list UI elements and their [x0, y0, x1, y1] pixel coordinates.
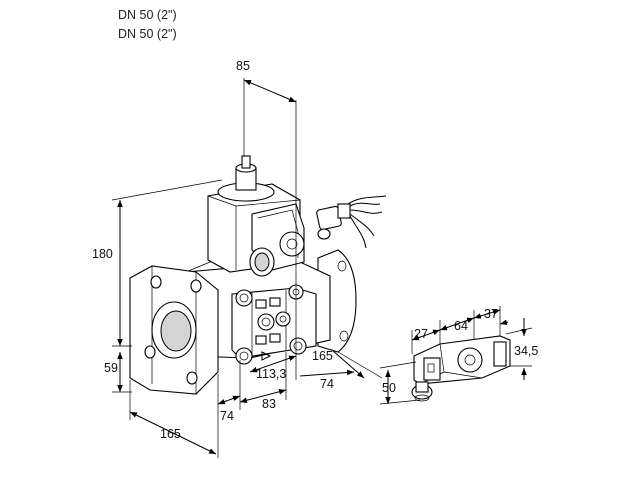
dim-27: 27	[414, 327, 428, 341]
dim-165-right: 165	[312, 349, 333, 363]
dim-59: 59	[104, 361, 118, 375]
dim-180: 180	[92, 247, 113, 261]
coil-nut	[279, 231, 305, 257]
dim-83: 83	[262, 397, 276, 411]
dim-113-3: 113,3	[256, 367, 286, 381]
header-line-1: DN 50 (2")	[118, 8, 177, 22]
dimension-lines	[111, 78, 533, 458]
dim-85: 85	[236, 59, 250, 73]
dim-74-bottom: 74	[220, 409, 234, 423]
dim-64: 64	[454, 319, 468, 333]
dimension-labels: 85 180 59 165 74 83 113,3 74 165 27 64 3…	[92, 59, 538, 441]
dim-50: 50	[382, 381, 396, 395]
dim-165-left: 165	[160, 427, 181, 441]
solenoid-unit	[411, 335, 511, 402]
cable-connector	[316, 195, 387, 249]
header-line-2: DN 50 (2")	[118, 27, 177, 41]
dim-34-5: 34,5	[514, 344, 538, 358]
bore-inner	[160, 310, 192, 352]
valve-assembly	[129, 155, 387, 395]
dim-37: 37	[484, 307, 498, 321]
dim-74-right: 74	[320, 377, 334, 391]
